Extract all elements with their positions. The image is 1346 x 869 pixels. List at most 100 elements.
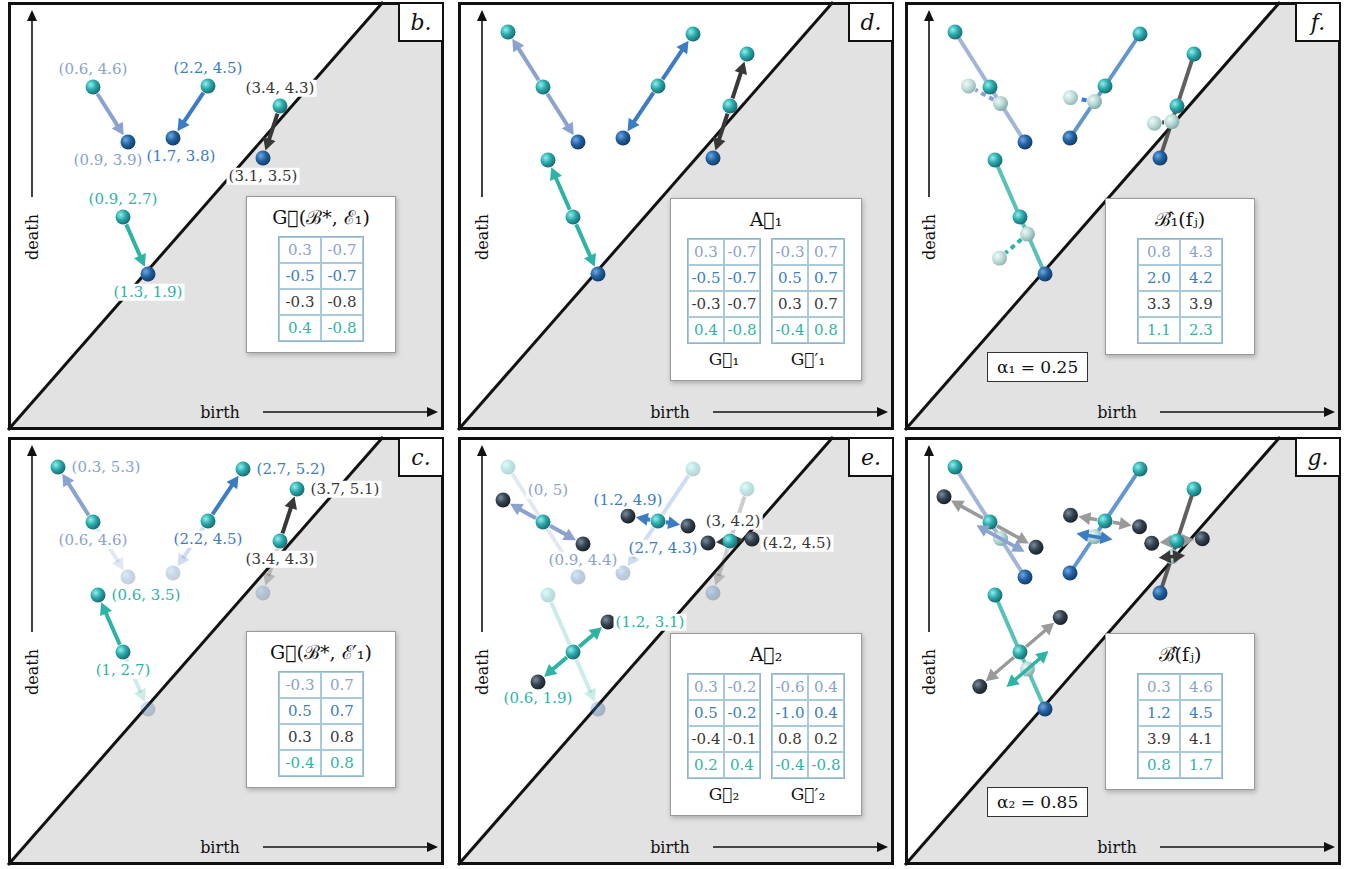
arrow-head: [1324, 842, 1335, 852]
persistence-point: [541, 153, 556, 168]
table-cell: 0.8: [808, 317, 844, 343]
arrow-head: [924, 10, 934, 21]
point-coordinate: (2.2, 4.5): [172, 531, 245, 548]
value-table: -0.30.70.50.70.30.7-0.40.8: [771, 238, 845, 344]
persistence-point: [1013, 210, 1028, 225]
panel-letter-text: g.: [1307, 445, 1328, 470]
arrow-head: [112, 557, 124, 571]
persistence-point: [1098, 514, 1113, 529]
arrow-shaft: [550, 526, 567, 535]
table-cell: 0.7: [808, 239, 844, 265]
arrow-shaft: [713, 846, 879, 848]
arrow-head: [550, 167, 562, 181]
arrow-head: [544, 664, 557, 677]
arrow-head: [1324, 407, 1335, 417]
arrow-shaft: [993, 657, 1014, 675]
arrow-head: [263, 137, 275, 150]
persistence-point: [201, 79, 216, 94]
persistence-point: [686, 462, 701, 477]
persistence-point: [651, 79, 666, 94]
below-diagonal-region: [458, 2, 894, 430]
arrow-head: [713, 137, 725, 150]
arrow-head: [100, 602, 112, 616]
persistence-diagram: [8, 437, 444, 865]
persistence-point: [141, 267, 156, 282]
arrow-head: [562, 122, 574, 136]
inset-box: ℬ̂₁(fⱼ)0.84.32.04.23.33.91.12.3: [1105, 198, 1255, 355]
persistence-point: [1132, 519, 1147, 534]
inset-box: ℬ̂(fⱼ)0.34.61.24.53.94.10.81.7: [1105, 633, 1255, 790]
axis-label: death: [920, 214, 939, 260]
value-table: -0.30.70.50.70.30.8-0.40.8: [278, 671, 364, 777]
table-cell: 0.8: [1138, 752, 1180, 778]
table-cell: -0.3: [279, 289, 321, 315]
arrow-shaft: [633, 93, 653, 123]
table-cell: 0.3: [688, 239, 724, 265]
table-cell: 4.5: [1180, 700, 1222, 726]
persistence-point: [616, 131, 631, 146]
axis-label: death: [920, 649, 939, 695]
arrow-shaft: [481, 19, 483, 197]
arrow-shaft: [576, 224, 591, 257]
panel-letter-text: b.: [410, 10, 431, 35]
arrow-head: [427, 842, 438, 852]
persistence-point: [236, 462, 251, 477]
arrow-shaft: [555, 176, 570, 209]
arrow-shaft: [263, 411, 429, 413]
point-coordinate: (3, 4.2): [704, 513, 763, 530]
point-coordinate: (3.1, 3.5): [227, 168, 300, 185]
persistence-point: [531, 675, 546, 690]
arrow-head: [134, 688, 146, 702]
table-column: 0.3-0.20.5-0.2-0.4-0.10.20.4G⃗₂: [687, 667, 761, 805]
persistence-point: [993, 96, 1008, 111]
table-cell: 0.4: [279, 315, 321, 341]
persistence-point: [681, 519, 696, 534]
table-cell: -0.8: [724, 317, 760, 343]
arrow-head: [627, 118, 639, 132]
persistence-point: [51, 460, 66, 475]
persistence-point: [1170, 534, 1185, 549]
point-coordinate: (2.7, 4.3): [627, 540, 700, 557]
table-cell: -0.4: [772, 317, 808, 343]
persistence-point: [1018, 135, 1033, 150]
arrow-head: [62, 474, 74, 488]
table-cell: 1.1: [1138, 317, 1180, 343]
arrow-shaft: [1160, 846, 1326, 848]
table-cell: 0.5: [772, 265, 808, 291]
table-column: -0.60.4-1.00.40.80.2-0.4-0.8G⃗′₂: [771, 667, 845, 805]
persistence-point: [1053, 610, 1068, 625]
persistence-point: [1063, 131, 1078, 146]
panel-letter: g.: [1295, 437, 1341, 477]
panel-frame: [460, 439, 893, 864]
arrow-head: [512, 39, 524, 53]
diagonal: [8, 2, 383, 430]
point-coordinate: (0, 5): [526, 482, 570, 499]
arrow-head: [27, 445, 37, 456]
persistence-point: [166, 566, 181, 581]
value-table: -0.60.4-1.00.40.80.2-0.4-0.8: [771, 673, 845, 779]
table-cell: -0.8: [321, 315, 363, 341]
persistence-point: [536, 515, 551, 530]
arrow-head: [1077, 529, 1090, 542]
arrow-shaft: [105, 611, 120, 644]
table-cell: 0.4: [688, 317, 724, 343]
axis-label: birth: [200, 838, 240, 857]
persistence-point: [1195, 531, 1210, 546]
table-cell: -1.0: [772, 700, 808, 726]
persistence-point: [256, 151, 271, 166]
arrow-shaft: [126, 224, 141, 257]
arrow-shaft: [481, 454, 483, 632]
inset-title: A⃡₁: [687, 207, 845, 232]
arrow-shaft: [985, 530, 1015, 547]
table-cell: 4.6: [1180, 674, 1222, 700]
persistence-point: [1133, 462, 1148, 477]
point-coordinate: (1.2, 3.1): [614, 614, 687, 631]
table-cell: 0.7: [321, 672, 363, 698]
table-cell: -0.1: [724, 726, 760, 752]
inset-box: A⃡₁0.3-0.7-0.5-0.7-0.3-0.70.4-0.8G⃗₁-0.3…: [670, 198, 862, 381]
arrow-shaft: [183, 93, 203, 123]
table-column: -0.30.70.50.70.30.7-0.40.8G⃗′₁: [771, 232, 845, 370]
table-cell: 0.7: [808, 265, 844, 291]
persistence-point: [576, 537, 591, 552]
table-cell: -0.4: [772, 752, 808, 778]
